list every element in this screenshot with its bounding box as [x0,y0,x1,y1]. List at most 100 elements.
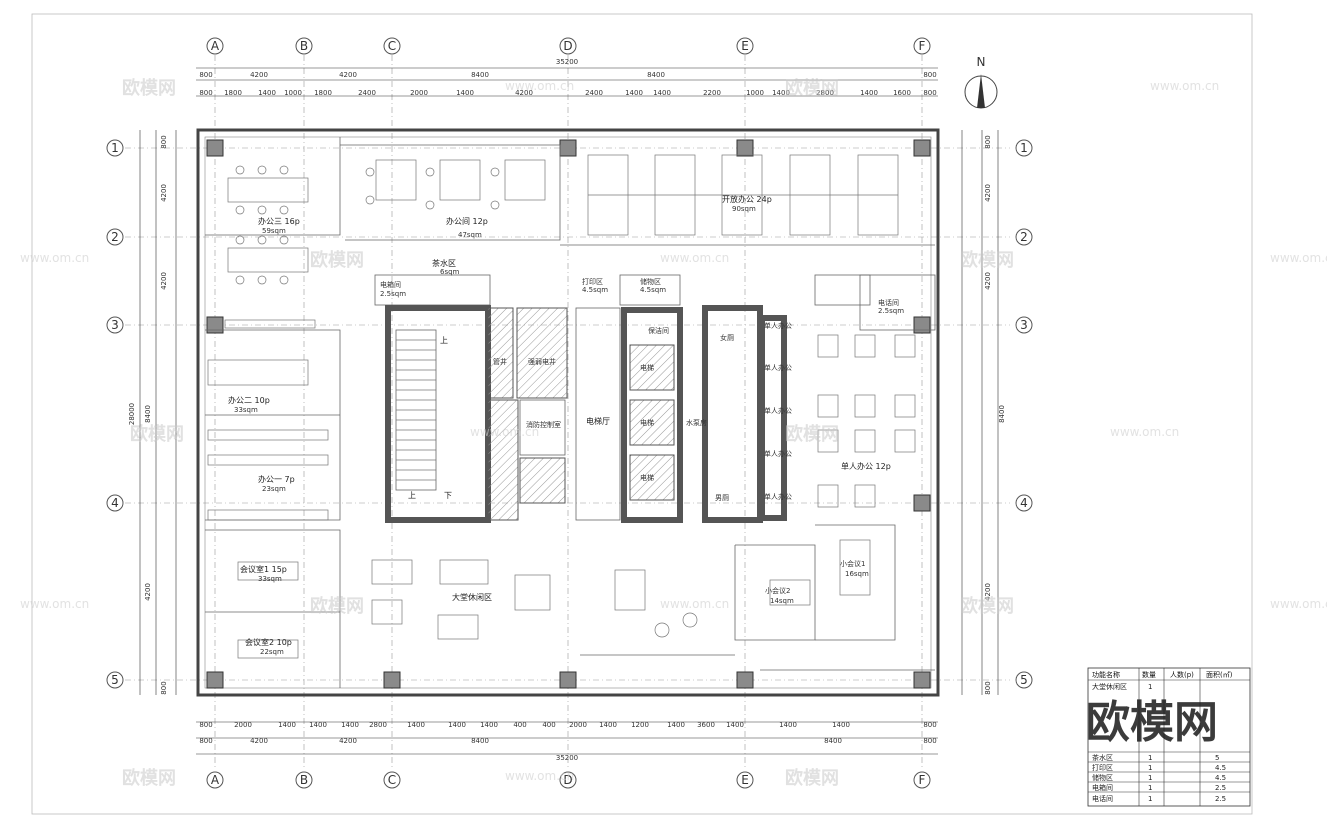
storage-area: 4.5sqm [640,286,666,294]
open-office-name: 开放办公 24p [722,194,772,204]
elevator-1: 电梯 [640,363,654,372]
svg-text:E: E [741,773,749,787]
svg-text:800: 800 [923,71,936,79]
svg-text:N: N [977,55,986,69]
svg-text:1400: 1400 [309,721,327,729]
svg-text:800: 800 [984,135,992,148]
svg-text:www.om.cn: www.om.cn [470,425,539,439]
print-area: 4.5sqm [582,286,608,294]
svg-text:800: 800 [923,721,936,729]
svg-text:28000: 28000 [128,403,136,425]
water-room-label: 水泵房 [686,418,707,427]
cleaning-label: 保洁间 [648,326,669,335]
svg-text:1400: 1400 [726,721,744,729]
legend-table: 功能名称 数量 人数(p) 面积(㎡) 大堂休闲区 1 茶水区 1 5 打印区 … [1086,667,1251,807]
axis-bubbles-top: A B C D E F [206,37,931,55]
svg-text:800: 800 [923,737,936,745]
svg-text:8400: 8400 [998,405,1006,423]
svg-text:欧模网: 欧模网 [785,77,839,99]
svg-text:800: 800 [199,721,212,729]
svg-text:4200: 4200 [339,71,357,79]
svg-text:5: 5 [1020,673,1028,687]
lounge-name: 大堂休闲区 [452,592,492,602]
svg-text:储物区: 储物区 [1092,773,1113,782]
single-room-2: 单人办公 [764,363,792,372]
svg-text:800: 800 [923,89,936,97]
furniture-office-main [365,159,546,210]
svg-text:2000: 2000 [234,721,252,729]
svg-text:B: B [300,39,308,53]
svg-text:4.5: 4.5 [1215,764,1226,772]
core-down-label: 下 [444,491,452,500]
single-room-4: 单人办公 [764,449,792,458]
svg-text:www.om.cn: www.om.cn [1150,79,1219,93]
small-meeting1-name: 小会议1 [840,559,865,568]
pipe-label: 管井 [493,357,507,366]
svg-text:C: C [388,39,396,53]
svg-text:F: F [919,773,926,787]
svg-text:欧模网: 欧模网 [310,595,364,617]
svg-text:4200: 4200 [984,583,992,601]
svg-text:4200: 4200 [250,71,268,79]
svg-text:D: D [563,773,572,787]
svg-text:2000: 2000 [569,721,587,729]
elevator-3: 电梯 [640,473,654,482]
single-room-5: 单人办公 [764,492,792,501]
svg-text:1400: 1400 [456,89,474,97]
stair-treads [396,339,436,481]
svg-text:1400: 1400 [832,721,850,729]
tea-name: 茶水区 [432,258,456,268]
meeting2-area: 22sqm [260,648,284,656]
axis-bubbles-right: 1 2 3 4 5 [1015,139,1033,689]
single-room-3: 单人办公 [764,406,792,415]
svg-text:打印区: 打印区 [1092,763,1113,772]
svg-text:400: 400 [513,721,526,729]
left-dims: 800 4200 4200 8400 4200 800 28000 800 42… [128,135,1006,694]
svg-text:欧模网: 欧模网 [785,423,839,445]
svg-text:1400: 1400 [772,89,790,97]
svg-text:8400: 8400 [471,737,489,745]
svg-text:www.om.cn: www.om.cn [660,597,729,611]
furniture-open-office [587,154,899,236]
svg-text:www.om.cn: www.om.cn [1270,251,1327,265]
small-meeting1-area: 16sqm [845,570,869,578]
svg-text:1400: 1400 [448,721,466,729]
svg-text:茶水区: 茶水区 [1092,753,1113,762]
svg-text:1: 1 [1148,774,1152,782]
svg-text:1000: 1000 [746,89,764,97]
svg-text:1400: 1400 [599,721,617,729]
legend-hdr-area: 面积(㎡) [1206,670,1233,679]
svg-text:4200: 4200 [339,737,357,745]
svg-text:大堂休闲区: 大堂休闲区 [1092,682,1127,691]
svg-text:2400: 2400 [585,89,603,97]
svg-text:E: E [741,39,749,53]
svg-text:5: 5 [1215,754,1219,762]
svg-text:2400: 2400 [358,89,376,97]
svg-text:1: 1 [1148,683,1152,691]
svg-text:1400: 1400 [278,721,296,729]
svg-text:800: 800 [160,681,168,694]
svg-text:3: 3 [1020,318,1028,332]
legend-hdr-qty: 数量 [1142,670,1156,679]
office1-area: 23sqm [262,485,286,493]
svg-text:1800: 1800 [224,89,242,97]
svg-text:1400: 1400 [625,89,643,97]
svg-text:8400: 8400 [647,71,665,79]
svg-text:C: C [388,773,396,787]
office2-area: 33sqm [234,406,258,414]
svg-text:2.5: 2.5 [1215,795,1226,803]
grid-lines [125,55,1010,770]
male-wc-label: 男厕 [715,494,729,502]
fire-room-label: 消防控制室 [526,420,561,429]
svg-text:5: 5 [111,673,119,687]
svg-text:欧模网: 欧模网 [310,249,364,271]
svg-text:4200: 4200 [160,184,168,202]
building-outline [196,128,940,697]
svg-text:www.om.cn: www.om.cn [20,597,89,611]
elevator-hall-label: 电梯厅 [586,416,610,426]
svg-text:800: 800 [199,89,212,97]
print-name: 打印区 [582,277,603,286]
svg-text:8400: 8400 [144,405,152,423]
phone-name: 电话间 [878,298,899,307]
svg-text:1: 1 [1148,784,1152,792]
